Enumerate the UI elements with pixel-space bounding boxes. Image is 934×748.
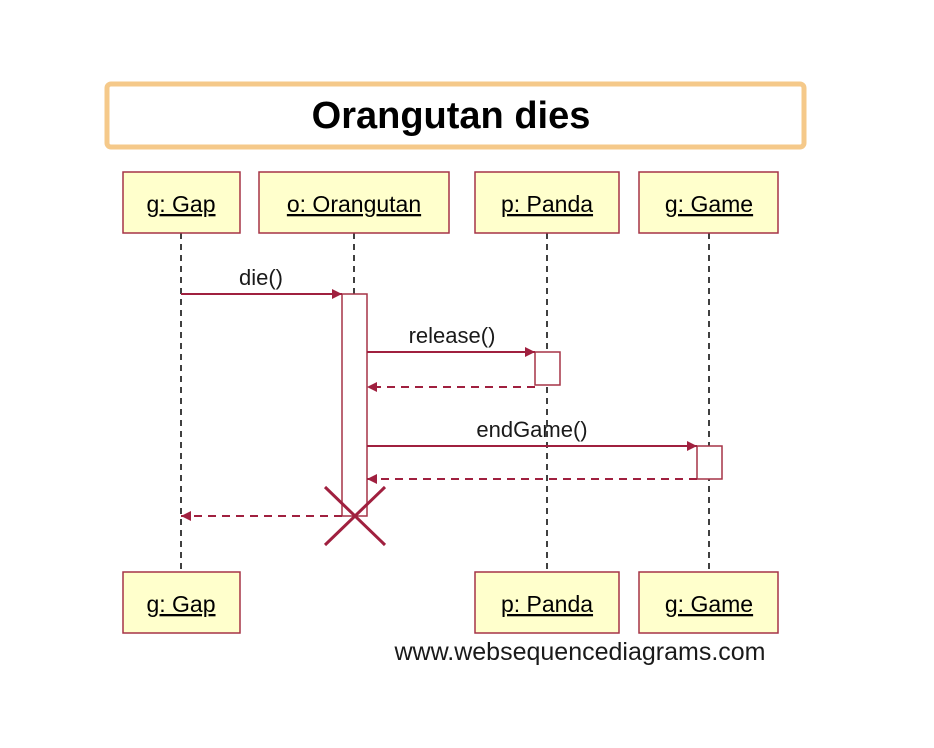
diagram-title-box: Orangutan dies: [104, 81, 807, 150]
message-die: die(): [181, 265, 342, 299]
participant-label: p: Panda: [501, 191, 593, 217]
message-label: endGame(): [476, 417, 587, 442]
message-label: die(): [239, 265, 283, 290]
message-release: release(): [367, 323, 535, 357]
message-label: release(): [409, 323, 496, 348]
participant-label: o: Orangutan: [287, 191, 421, 217]
participant-gap-bottom: g: Gap: [122, 571, 241, 634]
participant-panda-bottom: p: Panda: [474, 571, 620, 634]
participant-label: g: Game: [665, 191, 753, 217]
diagram-title: Orangutan dies: [312, 95, 591, 137]
participant-label: g: Game: [665, 591, 753, 617]
participant-orangutan-top: o: Orangutan: [258, 171, 450, 234]
participant-game-top: g: Game: [638, 171, 779, 234]
participant-label: p: Panda: [501, 591, 593, 617]
footer-credit: www.websequencediagrams.com: [393, 638, 765, 666]
participant-game-bottom: g: Game: [638, 571, 779, 634]
destroy-x-icon: [323, 485, 387, 547]
participant-label: g: Gap: [146, 191, 215, 217]
activation-panda: [534, 351, 561, 386]
activation-orangutan: [341, 293, 368, 517]
lifelines: [180, 233, 710, 572]
message-endgame: endGame(): [367, 417, 697, 451]
participant-label: g: Gap: [146, 591, 215, 617]
activation-game: [696, 445, 723, 480]
participant-gap-top: g: Gap: [122, 171, 241, 234]
participant-panda-top: p: Panda: [474, 171, 620, 234]
